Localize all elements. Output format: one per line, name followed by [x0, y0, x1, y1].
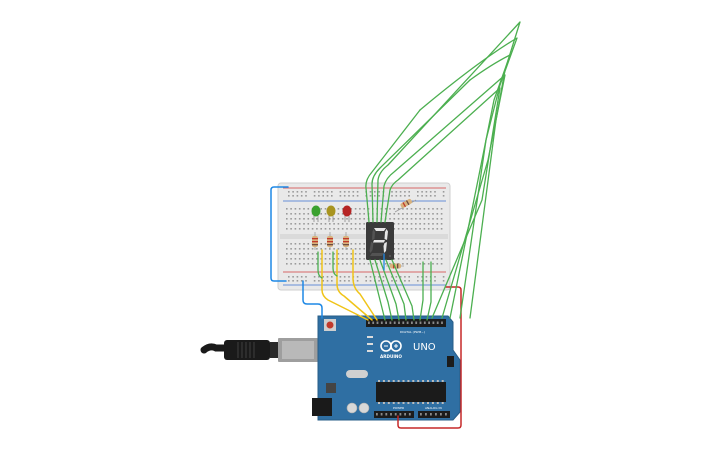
power-label: POWER — [393, 406, 404, 410]
seven-segment-display[interactable] — [366, 222, 394, 260]
green-led[interactable] — [311, 205, 321, 223]
arduino-logo — [380, 340, 402, 352]
arduino-brand-label: ARDUINO — [380, 354, 402, 359]
power-header — [374, 411, 414, 418]
red-led-lens — [342, 205, 352, 217]
crystal — [346, 370, 368, 378]
green-wire-c[interactable] — [376, 21, 521, 319]
green-wire-b[interactable] — [371, 79, 471, 223]
blue-wire[interactable] — [270, 186, 289, 282]
green-wire-h[interactable] — [369, 259, 386, 321]
usb-plug-body — [224, 340, 270, 360]
red-power-wire[interactable] — [397, 286, 462, 429]
usb-cable-wire — [200, 343, 230, 354]
green-wire-n[interactable] — [426, 261, 432, 321]
digital-header — [366, 319, 446, 327]
analog-header — [418, 411, 450, 418]
yellow-led[interactable] — [326, 205, 336, 223]
green-wire-e[interactable] — [449, 54, 511, 319]
green-wire-l[interactable] — [391, 259, 415, 321]
green-wire-d[interactable] — [419, 37, 518, 319]
power-jack — [312, 398, 332, 416]
breadboard[interactable] — [277, 182, 451, 291]
green-wire-j[interactable] — [379, 259, 400, 321]
green-wire-m[interactable] — [419, 261, 424, 321]
wires[interactable] — [270, 21, 521, 429]
resistor-1[interactable] — [312, 232, 318, 250]
icsp-header — [447, 356, 454, 367]
seven-segment-digit — [369, 228, 388, 256]
capacitor-2 — [358, 402, 370, 414]
yellow-wire-1[interactable] — [321, 249, 369, 321]
yellow-led-lens — [326, 205, 336, 217]
digital-label: DIGITAL (PWM~) — [400, 330, 425, 334]
led-group[interactable] — [311, 205, 352, 223]
green-wire-g[interactable] — [384, 87, 501, 319]
red-led[interactable] — [342, 205, 352, 223]
green-stub-2[interactable] — [332, 251, 338, 277]
green-wire-k[interactable] — [385, 259, 407, 321]
arduino-uno-board[interactable]: UNO ARDUINO DIGITAL (PWM~) POWER ANALOG … — [312, 315, 461, 421]
green-led-lens — [311, 205, 321, 217]
resistor-3[interactable] — [343, 232, 349, 250]
reset-button[interactable] — [326, 321, 334, 329]
resistor-2[interactable] — [327, 232, 333, 250]
ground-wire[interactable] — [302, 280, 323, 319]
uno-label: UNO — [413, 342, 436, 353]
usb-cable[interactable] — [200, 338, 318, 362]
capacitor-1 — [346, 402, 358, 414]
green-wire-a[interactable] — [365, 109, 421, 223]
led-resistors[interactable] — [312, 232, 349, 250]
atmega-chip — [376, 382, 446, 402]
green-stub-1[interactable] — [317, 251, 323, 279]
center-channel — [280, 234, 448, 239]
green-wire-i[interactable] — [374, 259, 393, 321]
arduino-pcb — [317, 315, 461, 421]
yellow-wire-3[interactable] — [352, 249, 378, 321]
analog-label: ANALOG IN — [425, 406, 442, 410]
green-wire-f[interactable] — [380, 74, 506, 319]
yellow-wire-2[interactable] — [336, 249, 373, 321]
display-resistor-top[interactable] — [394, 198, 417, 213]
voltage-regulator — [326, 383, 336, 393]
